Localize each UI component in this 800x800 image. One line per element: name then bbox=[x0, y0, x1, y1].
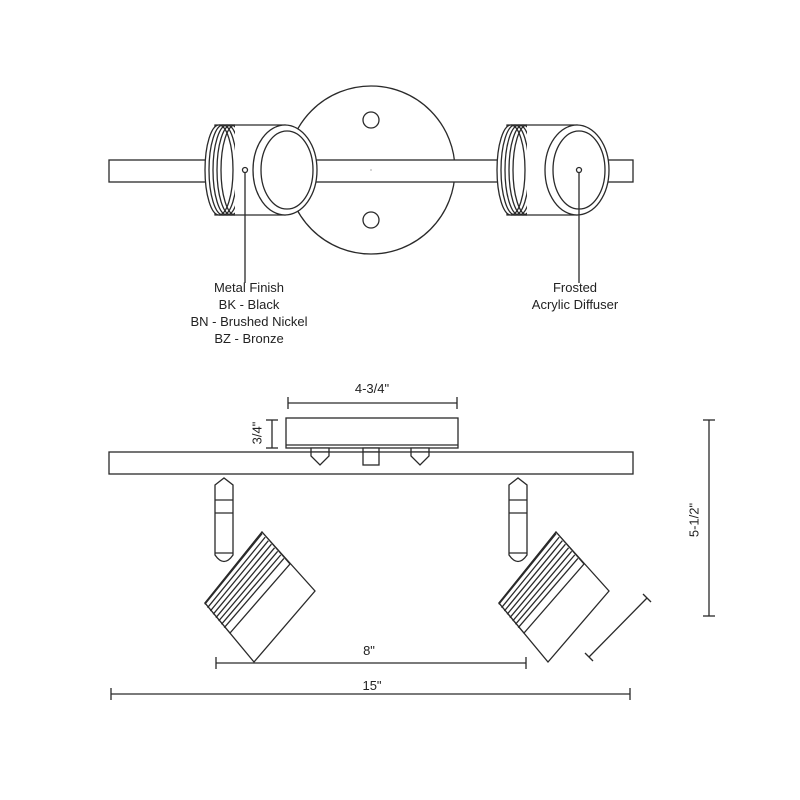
right-head-side bbox=[498, 477, 610, 664]
finish-option: BK - Black bbox=[218, 297, 280, 312]
cooling-rib bbox=[218, 550, 279, 622]
mounting-hole-top bbox=[362, 111, 380, 129]
top-view bbox=[108, 85, 634, 283]
callout-dot bbox=[575, 166, 583, 174]
dim-head-spacing bbox=[215, 657, 527, 669]
cooling-rib bbox=[514, 554, 576, 625]
cooling-rib bbox=[509, 547, 570, 619]
diffuser-face bbox=[252, 124, 318, 216]
cooling-rib bbox=[517, 558, 579, 629]
finish-option: BZ - Bronze bbox=[214, 331, 284, 346]
dim-head-length bbox=[584, 593, 652, 662]
cooling-rib bbox=[209, 540, 269, 612]
left-head-top bbox=[204, 124, 318, 216]
cooling-rib bbox=[220, 554, 282, 625]
mounting-hole-bottom bbox=[362, 211, 380, 229]
left-head-side bbox=[204, 477, 316, 664]
cooling-rib bbox=[506, 543, 566, 615]
diffuser-callout: Frosted Acrylic Diffuser bbox=[532, 279, 618, 313]
cooling-rib bbox=[501, 536, 560, 609]
canopy bbox=[285, 417, 459, 449]
callout-line: Frosted bbox=[552, 280, 598, 295]
callout-title: Metal Finish bbox=[213, 280, 285, 295]
cooling-rib bbox=[212, 543, 272, 615]
canopy-width-label: 4-3/4" bbox=[354, 381, 390, 396]
dim-canopy-width bbox=[287, 397, 458, 409]
dim-overall-width bbox=[110, 688, 631, 700]
callout-line: Acrylic Diffuser bbox=[531, 297, 619, 312]
right-head-top bbox=[496, 124, 610, 216]
cooling-rib bbox=[512, 550, 573, 622]
dim-canopy-depth bbox=[266, 419, 278, 449]
callout-dot bbox=[241, 166, 249, 174]
cooling-rib bbox=[223, 558, 285, 629]
cooling-rib bbox=[215, 547, 276, 619]
cooling-rib bbox=[207, 536, 266, 609]
side-view bbox=[108, 397, 715, 700]
canopy-depth-label: 3/4" bbox=[249, 421, 265, 445]
overall-width-label: 15" bbox=[362, 678, 382, 693]
head-spacing-label: 8" bbox=[363, 643, 375, 658]
overall-height-label: 5-1/2" bbox=[686, 502, 702, 538]
finish-option: BN - Brushed Nickel bbox=[190, 314, 308, 329]
cooling-rib bbox=[498, 533, 557, 605]
metal-finish-callout: Metal Finish BK - Black BN - Brushed Nic… bbox=[190, 279, 307, 347]
cooling-rib bbox=[204, 533, 263, 605]
dim-overall-height bbox=[703, 419, 715, 617]
cooling-rib bbox=[503, 540, 563, 612]
